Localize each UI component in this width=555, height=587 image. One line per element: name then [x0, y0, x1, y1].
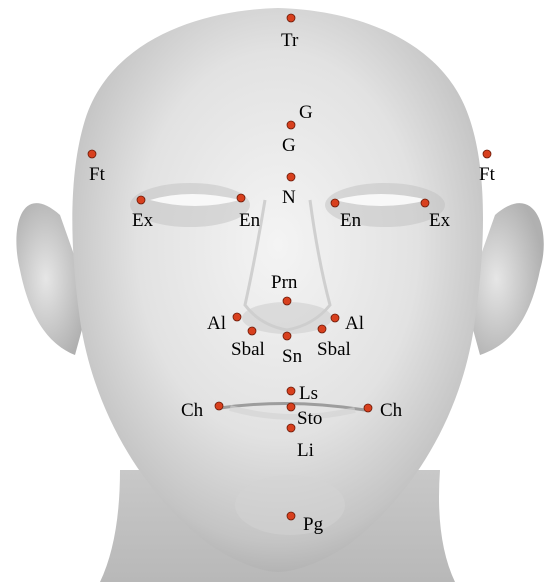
- landmark-label-al-left: Al: [345, 314, 364, 333]
- landmark-marker-ex-l: [421, 199, 429, 207]
- landmark-marker-n: [287, 173, 295, 181]
- landmark-marker-ft-r: [88, 150, 96, 158]
- landmark-label-ch-left: Ch: [380, 401, 402, 420]
- landmark-marker-sbal-r: [248, 327, 256, 335]
- landmark-marker-ch-l: [364, 404, 372, 412]
- landmark-marker-ch-r: [215, 402, 223, 410]
- landmark-marker-sbal-l: [318, 325, 326, 333]
- landmark-label-n: N: [282, 188, 296, 207]
- landmark-label-li: Li: [297, 441, 314, 460]
- landmark-label-ft-right: Ft: [89, 165, 105, 184]
- landmark-marker-en-r: [237, 194, 245, 202]
- landmark-marker-g-top: [287, 121, 295, 129]
- landmark-marker-ex-r: [137, 196, 145, 204]
- landmark-label-sn: Sn: [282, 347, 302, 366]
- landmark-marker-prn: [283, 297, 291, 305]
- landmark-marker-al-r: [233, 313, 241, 321]
- landmark-label-ft-left: Ft: [479, 165, 495, 184]
- landmark-label-ex-right: Ex: [132, 211, 153, 230]
- landmark-label-en-left: En: [340, 211, 361, 230]
- landmark-label-prn: Prn: [271, 273, 297, 292]
- landmark-label-pg: Pg: [303, 515, 323, 534]
- landmark-label-sbal-right: Sbal: [231, 340, 265, 359]
- landmark-marker-ft-l: [483, 150, 491, 158]
- landmark-label-tr: Tr: [281, 31, 298, 50]
- landmark-label-g: G: [282, 136, 296, 155]
- landmark-label-al-right: Al: [207, 314, 226, 333]
- landmark-marker-en-l: [331, 199, 339, 207]
- landmark-label-sto: Sto: [297, 409, 322, 428]
- landmark-marker-tr: [287, 14, 295, 22]
- chin-shade: [235, 475, 345, 535]
- landmark-marker-al-l: [331, 314, 339, 322]
- landmark-marker-li: [287, 424, 295, 432]
- landmark-label-en-right: En: [239, 211, 260, 230]
- landmark-marker-pg: [287, 512, 295, 520]
- landmark-marker-sn: [283, 332, 291, 340]
- landmark-label-ex-left: Ex: [429, 211, 450, 230]
- landmark-label-g-top: G: [299, 103, 313, 122]
- landmark-marker-sto: [287, 403, 295, 411]
- landmark-marker-ls: [287, 387, 295, 395]
- landmark-label-ch-right: Ch: [181, 401, 203, 420]
- landmark-label-ls: Ls: [299, 384, 318, 403]
- landmark-label-sbal-left: Sbal: [317, 340, 351, 359]
